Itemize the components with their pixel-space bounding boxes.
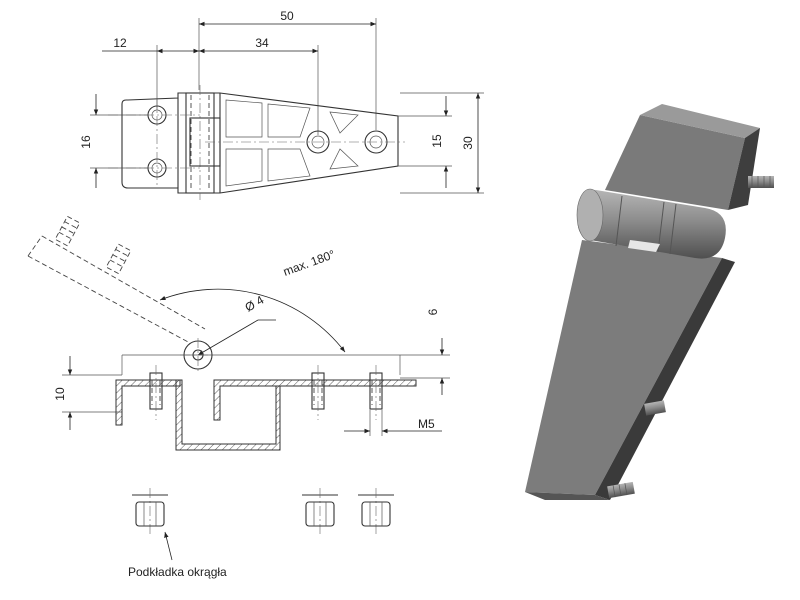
dim-6-label: 6	[426, 308, 440, 315]
dim-10-label: 10	[53, 387, 67, 401]
back-leaf-screw	[748, 176, 774, 188]
front-leaf-screw-lower	[607, 481, 635, 499]
dim-30-label: 30	[461, 136, 475, 150]
rotated-leaf-dashed	[27, 215, 206, 344]
knuckle-cylinder	[576, 188, 726, 259]
dim-m5-label: M5	[418, 417, 435, 431]
diameter-leader: Ø 4	[197, 293, 276, 356]
section-right-leaf	[213, 379, 417, 421]
angle-label: max. 180°	[281, 247, 337, 279]
dim-50-label: 50	[280, 9, 294, 23]
dimension-34: 34	[199, 36, 319, 135]
nut-right	[358, 488, 394, 535]
hinge-3d-render	[525, 104, 774, 500]
dim-15-label: 15	[430, 134, 444, 148]
dim-16-label: 16	[79, 135, 93, 149]
nut-middle	[302, 488, 338, 535]
dim-34-label: 34	[255, 36, 269, 50]
dimension-6: 6	[121, 308, 450, 395]
top-view-outline	[121, 92, 399, 194]
dimension-m5: M5	[344, 410, 442, 436]
section-left-leaf	[115, 379, 181, 426]
top-view: 50 12 34	[79, 9, 484, 200]
dimension-16: 16	[79, 94, 148, 188]
back-leaf-front-face	[605, 115, 745, 210]
side-view: max. 180° Ø 4 6	[27, 215, 450, 451]
washer-caption: Podkładka okrągła	[128, 565, 227, 579]
dimension-10: 10	[53, 356, 122, 430]
dimension-15: 15	[398, 96, 452, 188]
hole-middle	[306, 130, 330, 154]
dim-12-label: 12	[113, 36, 127, 50]
dimension-30: 30	[400, 92, 484, 194]
front-leaf-screw-upper	[644, 400, 666, 416]
front-leaf-face	[525, 240, 722, 495]
dimension-50: 50	[198, 9, 377, 130]
nut-left	[132, 488, 168, 535]
nuts-row: Podkładka okrągła	[128, 488, 394, 579]
